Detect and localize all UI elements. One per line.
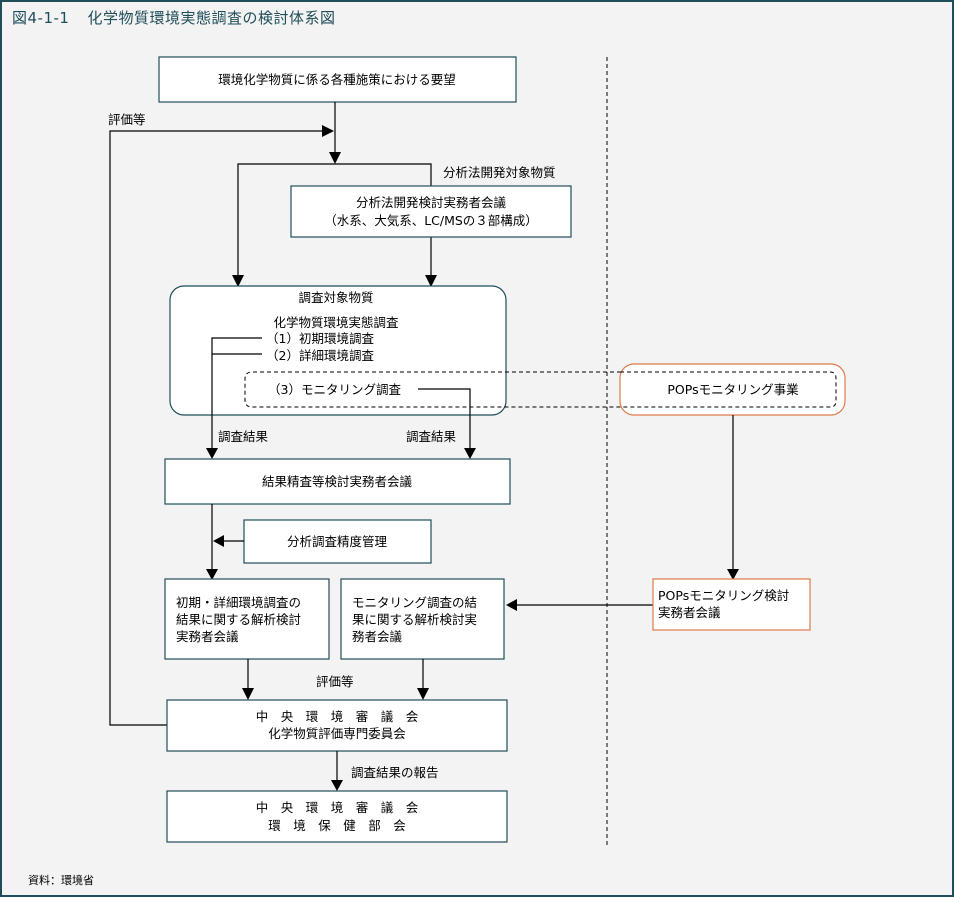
arrow-down-icon xyxy=(232,275,244,287)
figure-title-text: 化学物質環境実態調査の検討体系図 xyxy=(87,9,336,27)
qa-control-box xyxy=(243,519,432,564)
evaluation-feedback-line xyxy=(109,130,325,726)
arrow-down-icon xyxy=(417,688,429,700)
figure-title: 図4-1-1 化学物質環境実態調査の検討体系図 xyxy=(12,7,335,28)
branch-top-line xyxy=(237,163,432,278)
central-council-health-label-1: 中 央 環 境 審 議 会 xyxy=(256,800,419,815)
arrow-down-icon xyxy=(464,448,476,459)
result-left-label: 調査結果 xyxy=(218,429,269,444)
pops-review-label-2: 実務者会議 xyxy=(658,605,721,620)
monitoring-analysis-label-1: モニタリング調査の結 xyxy=(352,595,477,610)
monitoring-analysis-label-3: 務者会議 xyxy=(352,629,403,644)
pops-review-box xyxy=(652,578,811,631)
evaluation-bottom-label: 評価等 xyxy=(316,674,354,689)
central-council-health-box xyxy=(166,790,508,843)
arrow-down-icon xyxy=(329,152,341,164)
arrow-right-icon xyxy=(322,125,334,137)
result-right-label: 調査結果 xyxy=(406,429,457,444)
arrow-down-icon xyxy=(727,569,739,580)
method-dev-label-1: 分析法開発検討実務者会議 xyxy=(356,195,507,210)
method-target-label: 分析法開発対象物質 xyxy=(443,165,556,180)
arrow-down-icon xyxy=(206,569,218,580)
initial-detail-label-2: 結果に関する解析検討 xyxy=(176,612,301,627)
survey-item-2: （2）詳細環境調査 xyxy=(266,348,374,363)
survey-item-3: （3）モニタリング調査 xyxy=(268,382,401,397)
central-council-chem-box xyxy=(166,699,508,752)
arrow-down-icon xyxy=(206,448,218,459)
initial-detail-analysis-box xyxy=(164,578,330,660)
initial-detail-label-1: 初期・詳細環境調査の xyxy=(176,595,301,610)
central-council-chem-label-2: 化学物質評価専門委員会 xyxy=(268,726,406,741)
pops-project-label: POPsモニタリング事業 xyxy=(667,382,799,397)
item1-connector xyxy=(211,337,262,448)
method-dev-label-2: （水系、大気系、LC/MSの３部構成） xyxy=(324,213,538,228)
requests-box xyxy=(158,56,517,103)
figure-number: 図4-1-1 xyxy=(12,9,70,27)
evaluation-top-label: 評価等 xyxy=(108,112,146,127)
central-council-health-label-2: 環 境 保 健 部 会 xyxy=(268,818,406,833)
arrow-down-icon xyxy=(331,780,343,791)
pops-dashed-inner xyxy=(620,371,837,408)
result-review-label: 結果精査等検討実務者会議 xyxy=(262,474,413,489)
target-heading: 調査対象物質 xyxy=(298,290,373,305)
monitoring-analysis-label-2: 果に関する解析検討実 xyxy=(352,612,477,627)
requests-label: 環境化学物質に係る各種施策における要望 xyxy=(218,72,456,87)
method-dev-box xyxy=(290,185,572,238)
target-group-box xyxy=(169,285,507,416)
item3-connector xyxy=(418,388,471,448)
central-council-chem-label-1: 中 央 環 境 審 議 会 xyxy=(256,709,419,724)
initial-detail-label-3: 実務者会議 xyxy=(176,629,239,644)
arrow-down-icon xyxy=(425,275,437,287)
pops-review-label-1: POPsモニタリング検討 xyxy=(658,588,789,603)
result-review-box xyxy=(164,458,511,505)
arrow-left-icon xyxy=(213,535,224,547)
report-label: 調査結果の報告 xyxy=(351,765,439,780)
arrow-down-icon xyxy=(242,688,254,700)
monitoring-band xyxy=(244,371,838,408)
survey-item-1: （1）初期環境調査 xyxy=(266,331,374,346)
source-note: 資料：環境省 xyxy=(28,874,94,887)
qa-control-label: 分析調査精度管理 xyxy=(287,534,388,549)
monitoring-analysis-box xyxy=(340,578,505,660)
arrow-left-icon xyxy=(506,599,517,611)
survey-title: 化学物質環境実態調査 xyxy=(273,315,399,330)
